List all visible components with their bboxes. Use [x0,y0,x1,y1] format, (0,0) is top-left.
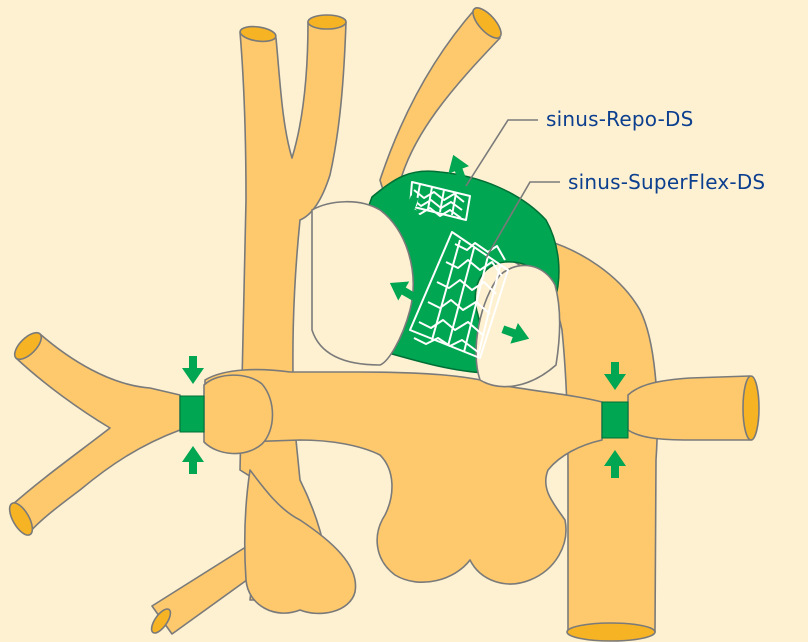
arrow-up-left-stenosis [182,446,204,474]
arrow-down-left-stenosis [182,356,204,384]
right-edge-opening [743,376,759,440]
leader-repo [466,120,538,186]
right-stenosis-band [602,402,628,438]
left-bulb-vessel [204,375,273,453]
bottom-opening [567,623,655,641]
left-y-branch-vessel [12,334,180,534]
right-tube-vessel [628,376,750,440]
top-mid-opening [308,15,346,29]
label-sinus-repo-ds: sinus-Repo-DS [546,107,693,131]
label-sinus-superflex-ds: sinus-SuperFlex-DS [568,170,765,194]
left-stenosis-band [180,396,204,432]
